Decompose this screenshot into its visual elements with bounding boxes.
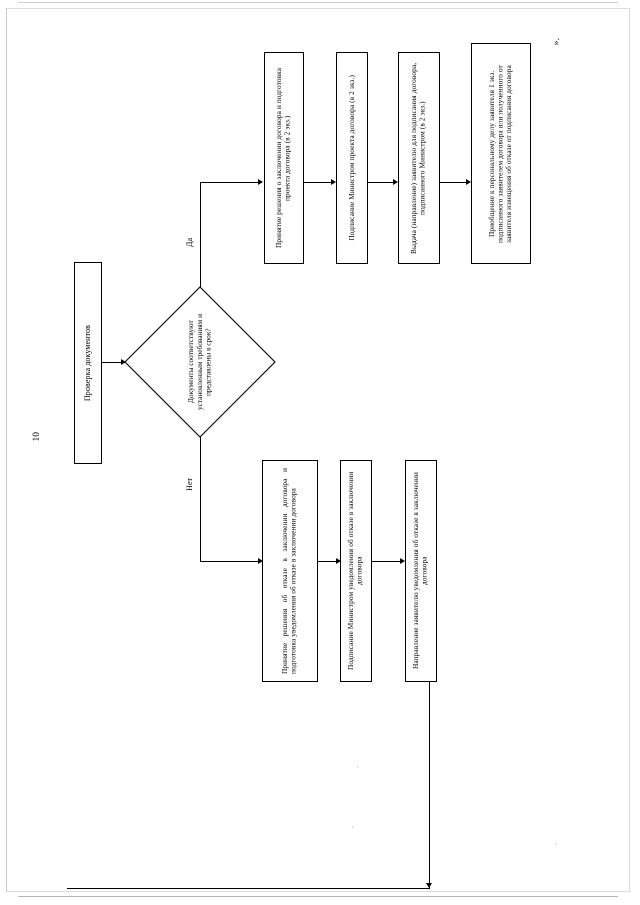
flow-node-label: Проверка документов [83, 324, 93, 402]
flow-node-decision-to-conclude[interactable]: Принятие решения о заключении договора и… [264, 52, 304, 264]
flow-node-check-documents[interactable]: Проверка документов [74, 262, 102, 464]
scan-speck [555, 843, 556, 844]
arrowhead-no2-to-no3 [400, 557, 405, 564]
connector-exit-horizontal [67, 888, 430, 889]
arrowhead-yes1-to-yes2 [331, 178, 336, 185]
connector-no1-to-no2 [318, 561, 336, 562]
flow-node-issue-to-applicant[interactable]: Выдача (направление) заявителю для подпи… [398, 52, 440, 264]
page-edge-top [18, 2, 618, 3]
connector-start-to-decision [102, 362, 121, 363]
flow-node-label: Выдача (направление) заявителю для подпи… [409, 62, 427, 254]
arrowhead-yes3-to-yes4 [466, 178, 471, 185]
flow-node-label: Направление заявителю уведомления об отк… [411, 472, 429, 670]
flow-decision-documents-conform[interactable]: Документы соответствуют установленным тр… [124, 286, 276, 438]
flow-node-label: Принятие решения об отказе в заключении … [280, 468, 298, 674]
branch-label-no: Нет [185, 478, 194, 491]
corner-quote-mark: ». [551, 38, 562, 46]
connector-no2-to-no3 [372, 561, 400, 562]
arrowhead-no1-to-no2 [336, 557, 341, 564]
branch-label-yes: Да [185, 238, 194, 248]
flow-node-label: Принятие решения о заключении договора и… [274, 67, 292, 249]
scan-speck [357, 766, 358, 767]
connector-no-horizontal [200, 561, 258, 562]
flow-node-decision-to-refuse[interactable]: Принятие решения об отказе в заключении … [262, 460, 318, 682]
connector-yes-horizontal [200, 182, 258, 183]
flow-node-attach-to-personal-file[interactable]: Приобщение к персональному делу заявител… [471, 43, 531, 264]
connector-yes1-to-yes2 [304, 182, 331, 183]
arrowhead-yes-to-first-box [258, 178, 263, 185]
connector-yes2-to-yes3 [368, 182, 393, 183]
connector-exit-vertical [429, 682, 430, 888]
decision-label-wrap: Документы соответствуют установленным тр… [124, 286, 276, 438]
flow-decision-label: Документы соответствуют установленным тр… [185, 314, 213, 410]
arrowhead-start-to-decision [121, 358, 126, 365]
connector-yes-vertical [200, 182, 201, 287]
arrowhead-exit [425, 883, 432, 888]
arrowhead-yes2-to-yes3 [393, 178, 398, 185]
connector-yes3-to-yes4 [440, 182, 466, 183]
arrowhead-no-to-first-box [258, 557, 263, 564]
page-number: 10 [32, 432, 42, 442]
scan-speck [352, 827, 353, 828]
flow-node-minister-signs-draft[interactable]: Подписание Министром проекта договора (в… [336, 52, 368, 264]
flow-node-label: Подписание Министром проекта договора (в… [346, 75, 356, 241]
flow-node-label: Приобщение к персональному делу заявител… [487, 64, 514, 243]
flow-node-label: Подписание Министром уведомления об отка… [346, 471, 364, 671]
connector-no-vertical [200, 437, 201, 561]
flow-node-send-refusal-notice[interactable]: Направление заявителю уведомления об отк… [405, 460, 437, 682]
flow-node-minister-signs-refusal[interactable]: Подписание Министром уведомления об отка… [340, 460, 372, 682]
page-edge-left [6, 8, 7, 892]
page-edge-bottom [18, 896, 618, 897]
